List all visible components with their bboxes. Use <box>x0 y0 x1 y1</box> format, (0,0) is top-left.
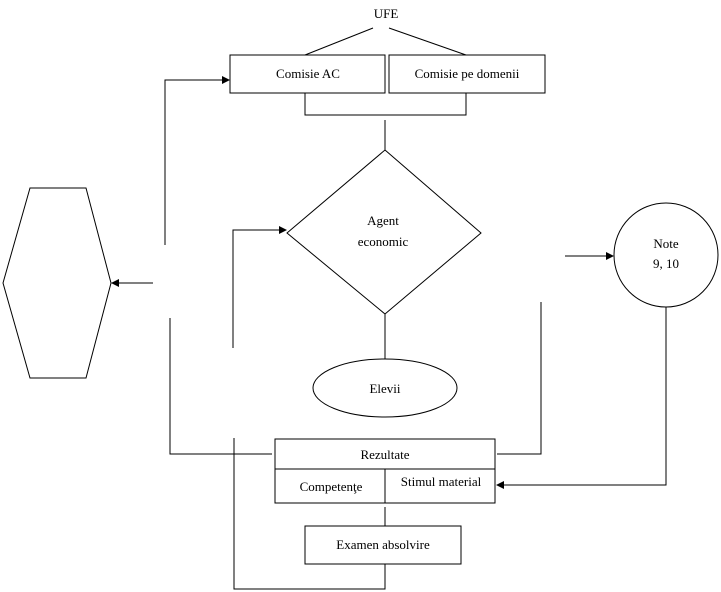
loop-examen-bottom <box>233 438 386 590</box>
examen-absolvire-label: Examen absolvire <box>336 537 430 552</box>
examen-absolvire-box <box>304 525 462 565</box>
note-label-1: Note <box>653 236 679 251</box>
arrow-to-note <box>606 252 614 260</box>
elevii-label: Elevii <box>369 381 400 396</box>
stimul-material-label: Stimul material <box>401 474 482 489</box>
ufe-branch-left <box>304 27 374 56</box>
note-circle <box>613 202 719 308</box>
feedback-to-diamond <box>232 229 280 348</box>
agent-economic-label-1: Agent <box>367 213 399 228</box>
agent-economic-label-2: economic <box>358 234 409 249</box>
top-boxes-bracket <box>304 93 467 116</box>
agent-economic-diamond <box>286 149 482 315</box>
elevii-ellipse <box>312 358 458 418</box>
rezultate-left-line <box>169 318 272 455</box>
comisie-domenii-box <box>388 54 546 94</box>
arrow-to-hexagon <box>111 279 119 287</box>
note-to-stimul-line <box>503 307 667 486</box>
rezultate-label: Rezultate <box>360 447 409 462</box>
ufe-branch-right <box>388 27 467 56</box>
arrow-to-diamond <box>279 226 287 234</box>
comisie-ac-box <box>229 54 386 94</box>
competente-label: Competenţe <box>300 479 363 494</box>
comisie-domenii-label: Comisie pe domenii <box>415 66 520 81</box>
feedback-to-comisie-ac <box>164 79 223 245</box>
ufe-label: UFE <box>374 6 399 21</box>
note-label-2: 9, 10 <box>653 256 679 271</box>
arrow-to-comisie-ac <box>222 76 230 84</box>
comisie-ac-label: Comisie AC <box>276 66 340 81</box>
rezultate-right-line <box>497 302 542 455</box>
arrow-to-stimul <box>496 481 504 489</box>
hexagon-shape <box>2 187 112 379</box>
